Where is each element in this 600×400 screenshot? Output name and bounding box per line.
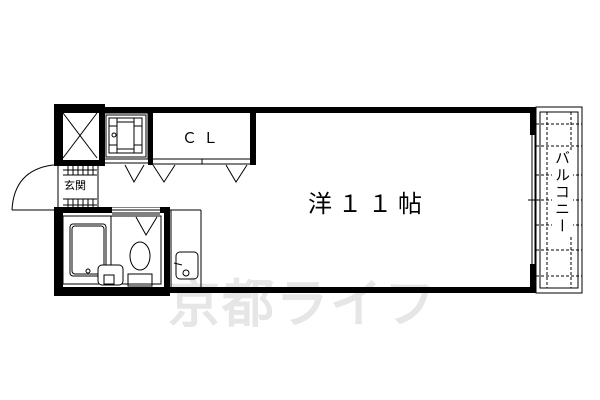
entrance-label: 玄関 [64,179,86,192]
watermark: 京都ライフ [168,275,439,335]
balcony-label: バルコニー [552,150,573,235]
main-room-label: 洋１１帖 [308,190,428,218]
closet-label: ＣＬ [182,129,225,147]
